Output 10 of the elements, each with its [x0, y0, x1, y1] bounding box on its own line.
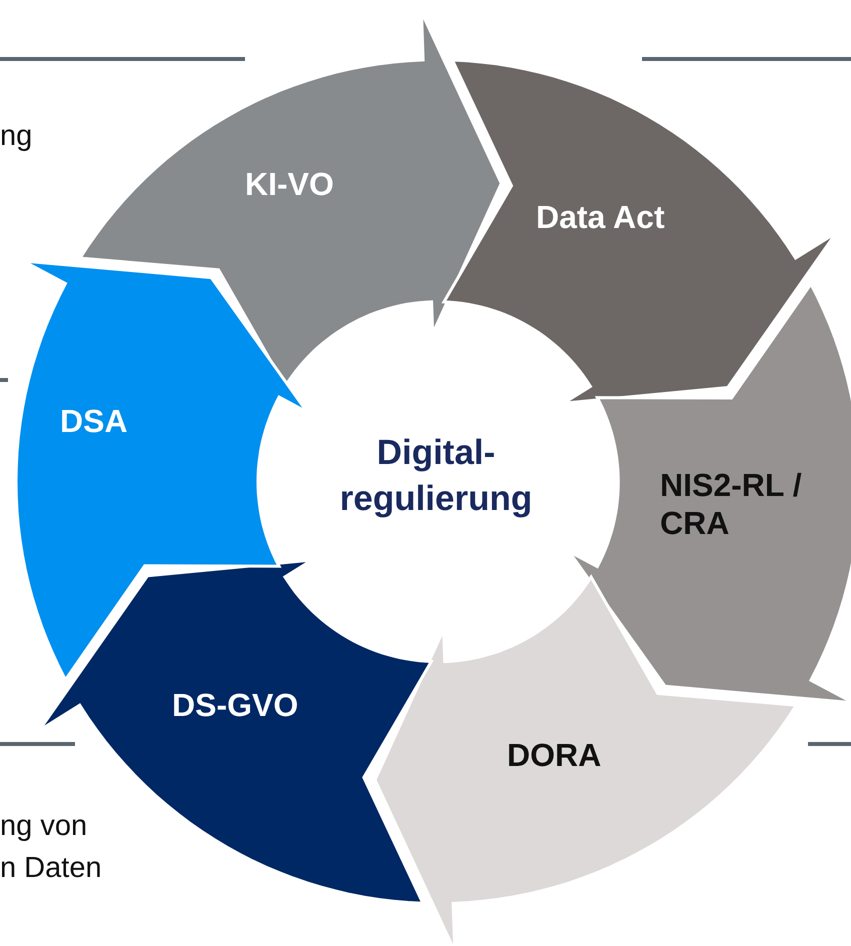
partial-text: ng von — [0, 810, 88, 843]
segment-label: DORA — [506, 736, 602, 774]
segment-label: Data Act — [536, 198, 666, 236]
segment-label: KI-VO — [244, 164, 335, 204]
segment-label: NIS2-RL / CRA — [660, 466, 803, 543]
partial-text: n Daten — [0, 852, 102, 885]
segment-label: DS-GVO — [172, 686, 300, 724]
segment-label: DSA — [60, 402, 129, 440]
center-title: Digital- regulierung — [338, 432, 534, 520]
partial-text: ng — [0, 120, 32, 153]
